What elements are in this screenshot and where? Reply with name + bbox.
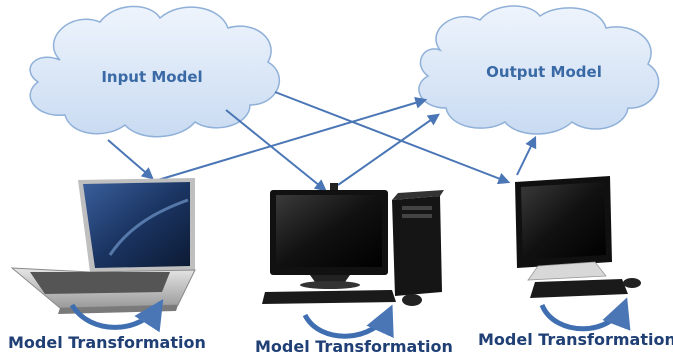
- all-in-one-computer-icon: [515, 176, 641, 298]
- cloud-icon: [29, 5, 280, 138]
- transformation-label-all-in-one: Model Transformation: [478, 330, 673, 349]
- arrow-input-to-desktop: [225, 109, 327, 192]
- transformation-label-laptop: Model Transformation: [8, 333, 206, 352]
- output-model-label: Output Model: [486, 63, 602, 81]
- cloud-icon: [418, 5, 660, 135]
- output-model-cloud: Output Model: [418, 5, 660, 135]
- arrow-allinone-to-output: [516, 135, 537, 176]
- connector-arrows: [107, 91, 537, 192]
- curved-arrow-icon: [539, 297, 631, 332]
- laptop-icon: [10, 178, 196, 314]
- curved-arrow-icon: [69, 298, 164, 333]
- arrow-desktop-to-output: [337, 113, 440, 186]
- input-model-cloud: Input Model: [29, 5, 280, 138]
- transformation-label-desktop: Model Transformation: [255, 337, 453, 356]
- arrow-laptop-to-output: [157, 97, 428, 181]
- desktop-computer-icon: [262, 183, 444, 306]
- arrow-input-to-allinone: [274, 91, 511, 185]
- input-model-label: Input Model: [101, 68, 202, 86]
- curved-arrow-icon: [302, 304, 394, 339]
- arrow-input-to-laptop: [107, 139, 154, 180]
